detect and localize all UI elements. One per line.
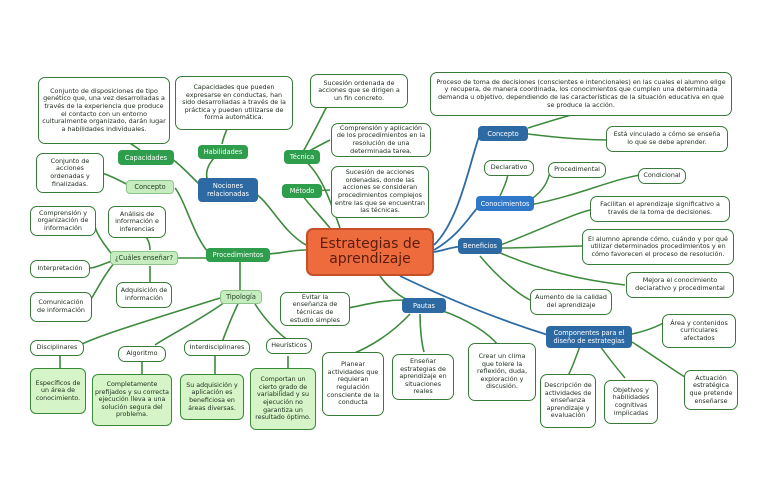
facilitan-text: Facilitan el aprendizaje significativo a… <box>590 196 730 222</box>
comprension-organizacion-text: Comprensión y organización de informació… <box>30 206 96 236</box>
concepto-right-description: Proceso de toma de decisiones (conscient… <box>430 72 732 116</box>
metodo-node[interactable]: Método <box>282 184 322 198</box>
interdisciplinares-node: Interdisciplinares <box>184 340 250 356</box>
descripcion-actividades-text: Descripción de actividades de enseñanza … <box>540 374 596 428</box>
declarativo-text: Declarativo <box>484 160 534 176</box>
tecnica-description: Sucesión ordenada de acciones que se dir… <box>310 74 408 108</box>
adquisicion-text: Adquisición de información <box>116 282 172 308</box>
central-topic[interactable]: Estrategias de aprendizaje <box>306 228 434 276</box>
disciplinares-description: Específicos de un área de conocimiento. <box>30 368 86 414</box>
mejora-text: Mejora el conocimiento declarativo y pro… <box>626 272 734 298</box>
tipologia-node[interactable]: Tipología <box>220 290 262 304</box>
algoritmo-description: Completamente prefijados y su correcta e… <box>92 374 172 426</box>
conocimientos-node[interactable]: Conocimientos <box>476 196 534 211</box>
metodo-description: Sucesión de acciones ordenadas, donde la… <box>331 166 429 218</box>
condicional-text: Condicional <box>638 168 686 184</box>
beneficios-node[interactable]: Beneficios <box>458 238 502 254</box>
actuacion-text: Actuación estratégica que pretende enseñ… <box>684 370 738 410</box>
interdisciplinares-description: Su adquisición y aplicación es beneficio… <box>180 374 244 420</box>
habilidades-node[interactable]: Habilidades <box>198 145 248 159</box>
comunicacion-text: Comunicación de información <box>30 292 92 322</box>
capacidades-node[interactable]: Capacidades <box>118 150 174 165</box>
aumento-text: Aumento de la calidad del aprendizaje <box>530 289 612 315</box>
procedimientos-node[interactable]: Procedimientos <box>206 248 270 262</box>
disciplinares-node: Disciplinares <box>30 340 84 356</box>
comprension-aplicacion-text: Comprensión y aplicación de los procedim… <box>331 123 431 157</box>
concepto-description: Conjunto de acciones ordenadas y finaliz… <box>36 153 104 193</box>
componentes-node[interactable]: Componentes para el diseño de estrategia… <box>546 326 632 348</box>
algoritmo-node: Algoritmo <box>118 346 166 362</box>
heuristicos-node: Heurísticos <box>266 338 312 354</box>
capacidades-description: Conjunto de disposiciones de tipo genéti… <box>38 77 170 144</box>
planear-actividades-text: Planear actividades que requieran regula… <box>322 352 384 416</box>
crear-clima-text: Crear un clima que tolere la reflexión, … <box>468 343 536 401</box>
procedimental-text: Procedimental <box>548 162 606 178</box>
nociones-node[interactable]: Nociones relacionadas <box>198 178 258 202</box>
procedimientos-concepto-node[interactable]: Concepto <box>126 180 174 194</box>
pautas-node[interactable]: Pautas <box>402 298 446 313</box>
vinculado-text: Está vinculado a cómo se enseña lo que s… <box>606 126 728 152</box>
concepto-right-node[interactable]: Concepto <box>478 126 528 141</box>
tecnica-node[interactable]: Técnica <box>284 150 320 164</box>
ensenar-estrategias-text: Enseñar estrategias de aprendizaje en si… <box>392 354 454 400</box>
objetivos-habilidades-text: Objetivos y habilidades cognitivas impli… <box>604 380 658 424</box>
alumno-aprende-text: El alumno aprende cómo, cuándo y por qué… <box>582 229 734 265</box>
evitar-ensenanza-text: Evitar la enseñanza de técnicas de estud… <box>280 292 350 326</box>
heuristicos-description: Comportan un cierto grado de variabilida… <box>250 368 316 430</box>
interpretacion-text: Interpretación <box>30 260 90 278</box>
cuales-ensenar-node[interactable]: ¿Cuáles enseñar? <box>110 251 178 265</box>
habilidades-description: Capacidades que pueden expresarse en con… <box>175 76 293 130</box>
area-contenidos-text: Área y contenidos curriculares afectados <box>662 314 736 348</box>
analisis-text: Análisis de información e inferencias <box>108 206 166 238</box>
